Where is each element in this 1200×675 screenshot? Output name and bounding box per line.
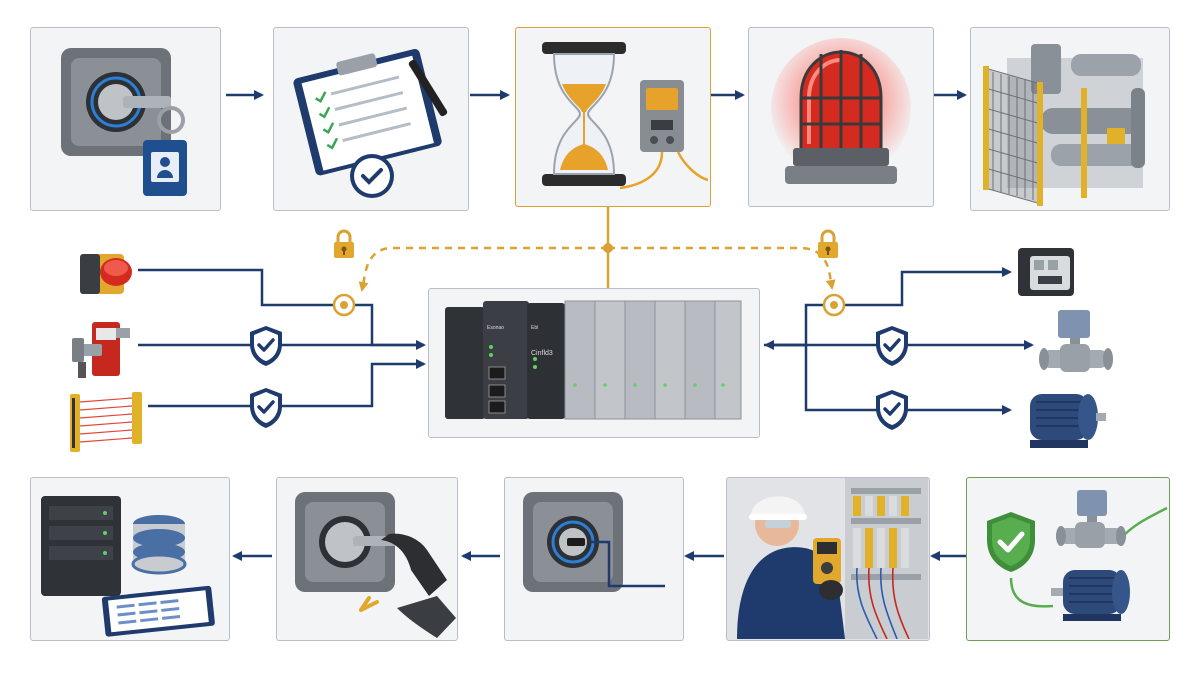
- emergency-stop-button-icon: [80, 254, 132, 294]
- technician-multimeter-icon: [737, 478, 928, 639]
- step-panel-technician: [726, 477, 930, 641]
- step-panel-records: [30, 477, 230, 641]
- timer-link-dashed-right: [608, 246, 836, 290]
- step-panel-timer: [515, 27, 711, 207]
- red-warning-beacon-icon: [771, 38, 911, 184]
- step-panel-verified: [966, 477, 1170, 641]
- key-switch-lock-icon: [61, 48, 187, 196]
- io-modules: [564, 300, 742, 420]
- output-contactor: [1014, 240, 1080, 306]
- safety-interlock-switch-icon: [72, 322, 130, 378]
- step-panel-key-switch-off: [504, 477, 684, 641]
- lock-point-right: [822, 293, 846, 317]
- padlock-right-icon: [818, 229, 838, 258]
- shield-check-icon: [876, 390, 908, 430]
- plc-module-label: Ebl: [531, 325, 538, 331]
- contactor-icon: [1018, 248, 1074, 296]
- light-curtain-icon: [70, 392, 142, 452]
- plc-rack-icon: Esonao Ebl Cinfld3: [445, 300, 742, 420]
- solenoid-valve-icon: [1039, 310, 1113, 372]
- key-switch-off-icon: [523, 492, 665, 592]
- wire-lightcurtain-to-plc: [148, 359, 426, 408]
- step-panel-key-removal: [276, 477, 458, 641]
- key-removal-icon: [295, 492, 456, 638]
- input-emergency-stop: [76, 238, 136, 298]
- green-shield-check-icon: [987, 512, 1035, 572]
- checklist-clipboard-icon: [293, 48, 448, 198]
- input-safety-interlock: [70, 314, 138, 382]
- plc-model-label: Cinfld3: [531, 350, 553, 357]
- plc-panel: Esonao Ebl Cinfld3: [428, 288, 760, 438]
- output-motor: [1016, 384, 1108, 454]
- timer-link-dashed-left: [358, 246, 608, 292]
- step-panel-key-switch: [30, 27, 221, 211]
- step-panel-beacon: [748, 27, 934, 207]
- step-panel-machinery: [970, 27, 1170, 211]
- wire-plc-to-motor: [804, 345, 1012, 415]
- output-solenoid-valve: [1036, 306, 1116, 382]
- input-light-curtain: [66, 388, 150, 456]
- shield-check-icon: [250, 388, 282, 428]
- machinery-guard-fence-icon: [983, 44, 1145, 206]
- shield-check-icon: [876, 326, 908, 366]
- electric-motor-icon: [1030, 394, 1106, 448]
- database-server-icon: [41, 496, 215, 637]
- verified-safe-equipment-icon: [987, 490, 1168, 621]
- plc-brand-label: Esonao: [487, 325, 504, 331]
- padlock-left-icon: [334, 229, 354, 258]
- step-panel-checklist: [273, 27, 469, 211]
- shield-check-icon: [250, 326, 282, 366]
- hourglass-timer-relay-icon: [542, 42, 709, 190]
- lock-point-left: [332, 293, 356, 317]
